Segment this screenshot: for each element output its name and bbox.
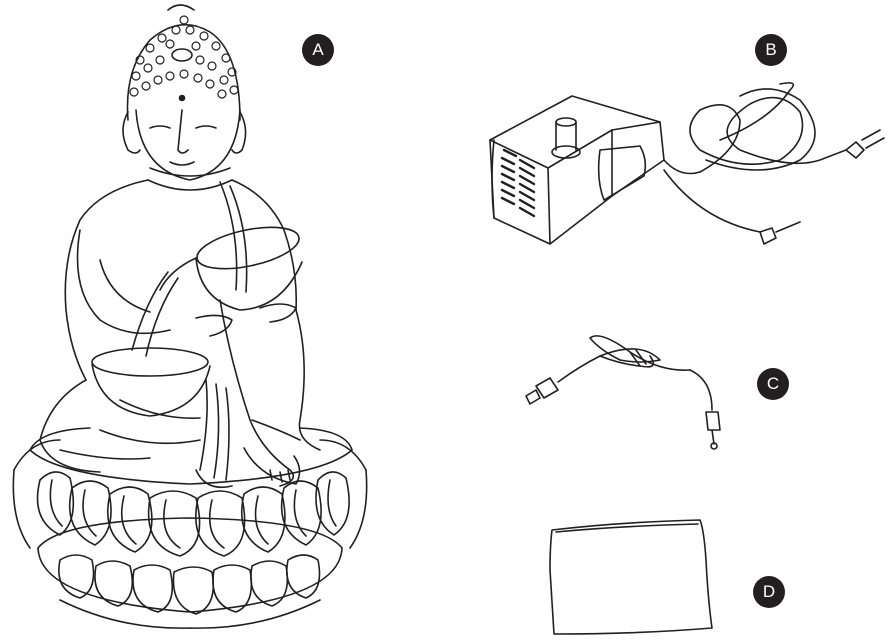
label-badge-a: A: [302, 34, 334, 66]
lotus-base: [13, 428, 366, 628]
cleaning-cloth-icon: [550, 520, 712, 634]
led-light-cable-icon: [526, 336, 720, 449]
buddha-body: [40, 168, 320, 486]
buddha-fountain-icon: [13, 5, 366, 628]
fountain-bowls: [92, 220, 303, 488]
label-badge-d: D: [753, 576, 785, 608]
water-pump-icon: [490, 83, 884, 244]
buddha-head: [123, 5, 246, 180]
label-badge-c: C: [757, 368, 789, 400]
label-badge-b: B: [755, 34, 787, 66]
